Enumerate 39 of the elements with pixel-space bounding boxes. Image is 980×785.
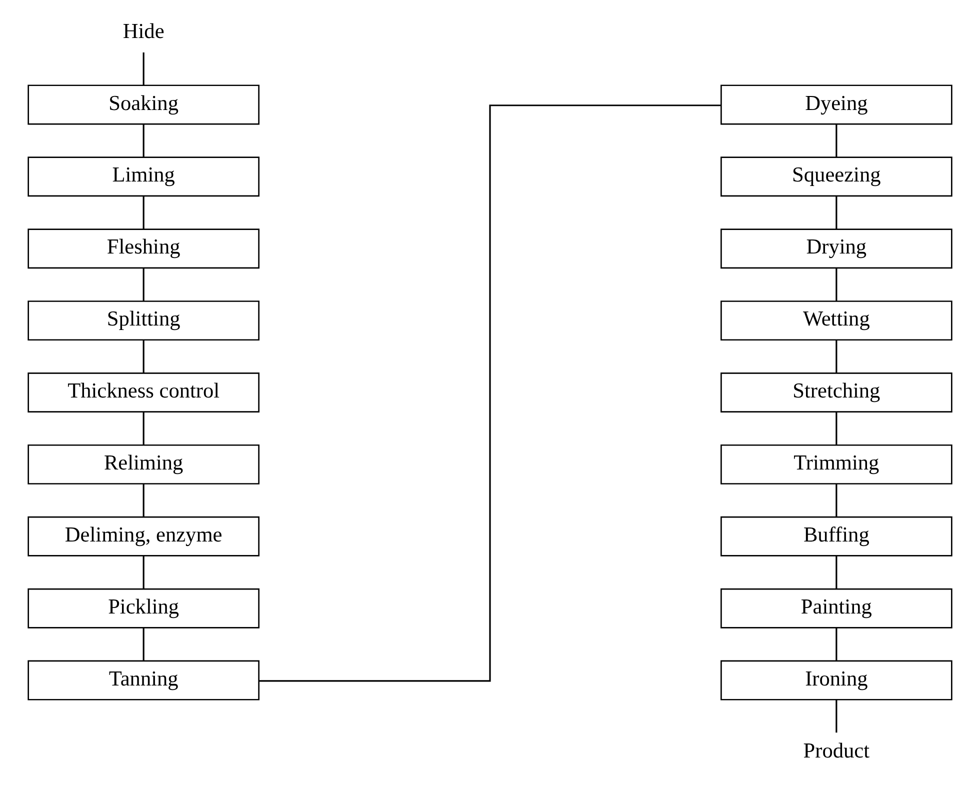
node-box: Trimming xyxy=(720,444,952,484)
connector xyxy=(142,124,144,158)
connector xyxy=(836,700,838,733)
connector xyxy=(836,340,838,373)
connector xyxy=(836,268,838,301)
node-box: Painting xyxy=(720,588,952,628)
node-box: Buffing xyxy=(720,516,952,556)
connector xyxy=(836,196,838,229)
connector xyxy=(142,412,144,445)
node-box: Thickness control xyxy=(28,372,260,412)
node-box: Tanning xyxy=(28,660,260,700)
node-box: Deliming, enzyme xyxy=(28,516,260,556)
node-box: Fleshing xyxy=(28,228,260,269)
connector xyxy=(836,628,838,661)
node-box: Drying xyxy=(720,228,952,269)
connector xyxy=(258,104,722,682)
node-box: Stretching xyxy=(720,372,952,412)
connector xyxy=(836,412,838,445)
connector xyxy=(836,124,838,158)
connector xyxy=(836,556,838,589)
node-box: Wetting xyxy=(720,300,952,341)
connector xyxy=(142,628,144,661)
node-box: Squeezing xyxy=(720,156,952,197)
node-box: Reliming xyxy=(28,444,260,484)
connector xyxy=(142,484,144,517)
connector xyxy=(142,340,144,373)
connector xyxy=(142,268,144,301)
node-box: Soaking xyxy=(28,84,260,125)
node-box: Splitting xyxy=(28,300,260,341)
node-box: Ironing xyxy=(720,660,952,700)
connector xyxy=(142,556,144,589)
connector xyxy=(142,52,144,86)
node-box: Dyeing xyxy=(720,84,952,125)
node-text: Hide xyxy=(122,18,164,43)
node-box: Liming xyxy=(28,156,260,197)
connector xyxy=(142,196,144,229)
node-box: Pickling xyxy=(28,588,260,628)
connector xyxy=(836,484,838,517)
node-text: Product xyxy=(803,738,870,762)
